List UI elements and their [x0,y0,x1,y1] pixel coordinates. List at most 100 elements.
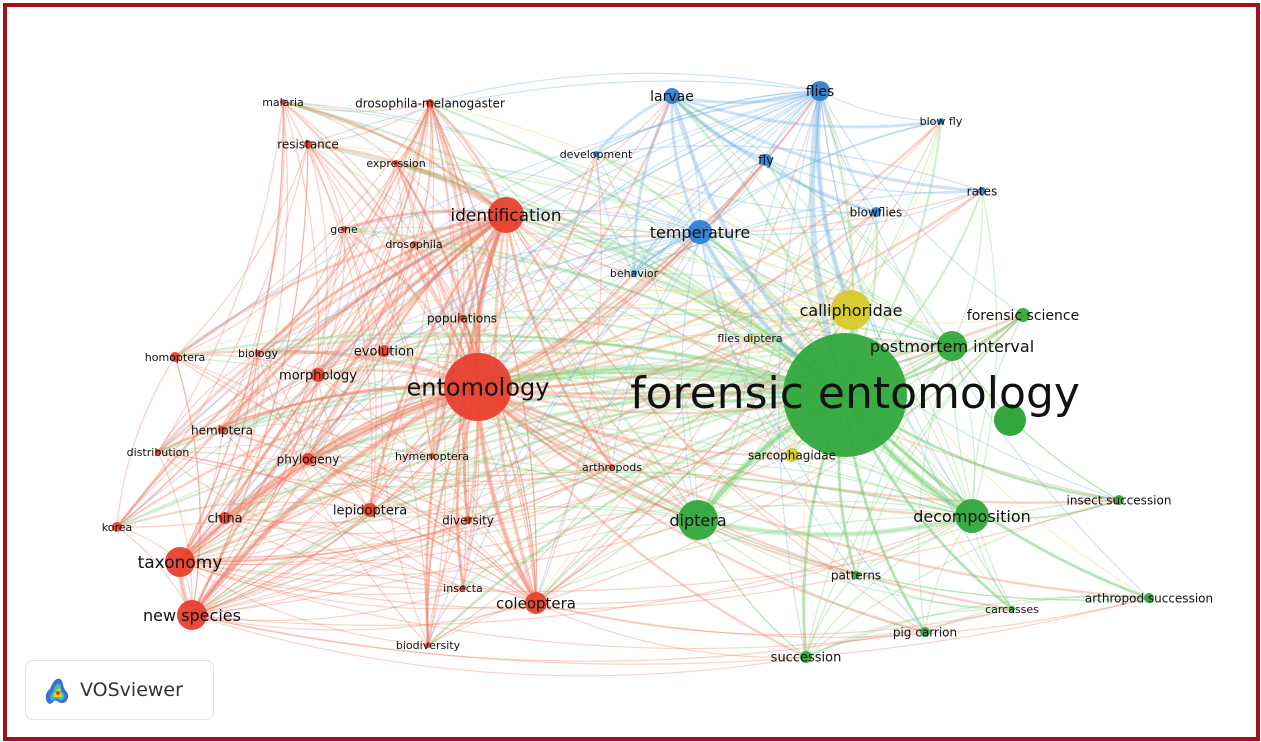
network-link [477,95,674,388]
network-link [179,214,507,563]
node-gene[interactable] [341,226,347,232]
network-link [307,143,373,511]
node-diversity[interactable] [464,516,472,524]
network-link [191,231,701,616]
network-link [191,455,433,616]
network-link [307,458,464,589]
network-link [157,350,385,453]
node-coleoptera[interactable] [525,592,547,614]
node-lepidoptera[interactable] [363,503,377,517]
node-identification[interactable] [488,197,524,233]
network-link [282,101,953,347]
network-link [157,451,537,604]
node-entomology[interactable] [444,353,512,421]
network-link [765,159,877,213]
node-larvae[interactable] [664,88,680,104]
network-link [221,243,415,431]
node-postmortem-interval[interactable] [937,331,967,361]
node-fly[interactable] [760,154,772,166]
node-populations[interactable] [459,315,465,321]
network-link [505,214,953,347]
network-link [343,102,431,230]
node-forensic-entomology[interactable] [783,333,907,457]
network-link [116,501,371,528]
network-link [221,429,464,589]
network-link [191,153,597,616]
node-distribution[interactable] [155,449,161,455]
network-link [157,451,469,521]
network-link [177,383,480,565]
network-link [174,332,846,397]
node-flies[interactable] [810,81,830,101]
network-link [307,309,852,460]
network-link [697,513,973,538]
network-link [429,72,821,104]
network-link [505,159,767,216]
node-arthropod-succession[interactable] [1144,593,1154,603]
node-flies-diptera[interactable] [747,335,753,341]
node-patterns[interactable] [852,571,860,579]
node-hymenoptera[interactable] [429,453,435,459]
node-morphology[interactable] [311,368,325,382]
node-forensic-science[interactable] [1016,308,1030,322]
network-link [174,143,309,358]
network-link [778,90,821,658]
network-link [413,243,699,521]
node-expression[interactable] [393,160,399,166]
network-link [174,356,371,511]
network-link [307,458,613,483]
node-blowflies[interactable] [871,207,881,217]
network-link [179,429,223,563]
node-hemiptera[interactable] [218,426,226,434]
node-biology[interactable] [255,350,261,356]
node-carcasses[interactable] [1009,606,1015,612]
node-diptera[interactable] [678,500,718,540]
network-link [671,94,942,129]
network-link [179,352,259,563]
node-succession[interactable] [800,651,812,663]
network-node[interactable] [994,404,1026,436]
network-link [191,214,507,616]
node-biodiversity[interactable] [425,642,431,648]
network-link [224,231,701,519]
node-malaria[interactable] [280,99,286,105]
network-link [380,350,429,646]
node-temperature[interactable] [688,220,712,244]
network-link [477,231,701,389]
node-phylogeny[interactable] [302,453,314,465]
network-link [461,317,537,604]
network-link [427,519,469,646]
network-link [191,509,371,616]
node-new-species[interactable] [177,600,207,630]
node-taxonomy[interactable] [165,547,195,577]
node-drosophila-melanogaster[interactable] [426,99,434,107]
node-homoptera[interactable] [170,352,180,362]
node-arthropods[interactable] [609,464,615,470]
network-link [343,210,507,230]
network-link [697,519,807,658]
node-korea[interactable] [112,522,122,532]
node-behavior[interactable] [631,270,637,276]
network-link [282,101,431,112]
node-pig-carrion[interactable] [920,627,930,637]
node-china[interactable] [219,512,231,524]
node-calliphoridae[interactable] [831,290,871,330]
network-link [395,162,973,517]
node-drosophila[interactable] [411,241,417,247]
network-link [671,95,953,347]
network-link [282,101,507,216]
node-decomposition[interactable] [955,499,989,533]
network-link [671,94,983,193]
label-evolution: evolution [354,345,414,360]
node-insect-succession[interactable] [1114,495,1124,505]
node-evolution[interactable] [378,345,390,357]
node-development[interactable] [593,151,599,157]
network-link [765,159,973,517]
node-sarcophagidae[interactable] [785,448,799,462]
node-resistance[interactable] [304,140,312,148]
node-blow-fly[interactable] [938,118,944,124]
node-rates[interactable] [978,187,986,195]
network-link [505,214,857,576]
node-insecta[interactable] [460,585,466,591]
label-taxonomy: taxonomy [138,553,223,573]
